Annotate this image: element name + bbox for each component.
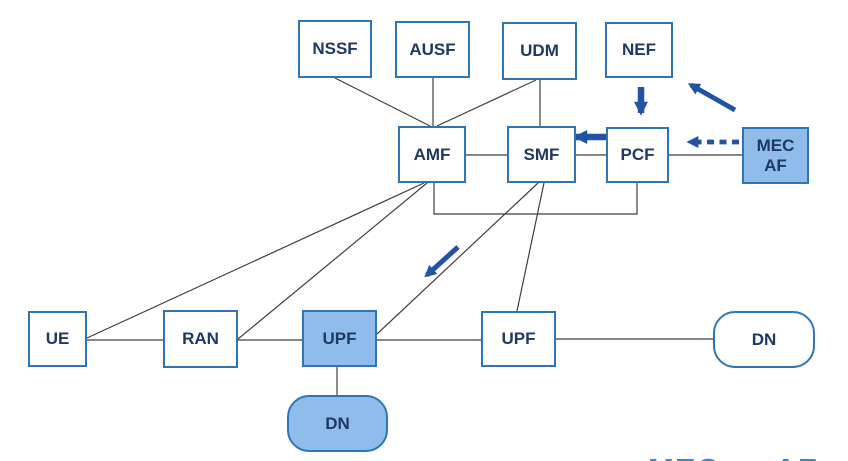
node-upf-core: UPF — [481, 311, 556, 367]
node-ran: RAN — [163, 310, 238, 368]
node-mec-af: MEC AF — [742, 127, 809, 184]
connector-smf-upf-edge — [376, 182, 539, 335]
node-pcf-label: PCF — [620, 145, 655, 165]
node-dn-core: DN — [713, 311, 815, 368]
connector-amf-pcf-below — [433, 183, 638, 215]
connector-nssf-amf — [334, 77, 431, 127]
node-upf-core-label: UPF — [501, 329, 536, 349]
node-nef-label: NEF — [622, 40, 656, 60]
cutoff-caption: MEC as AF — [648, 452, 818, 461]
node-ue: UE — [28, 311, 87, 367]
arrow-core-to-upf-edge — [424, 245, 460, 278]
node-nef: NEF — [605, 22, 673, 78]
arrow-mecaf-to-nef — [687, 82, 737, 113]
node-dn-core-label: DN — [751, 329, 777, 349]
node-ausf: AUSF — [395, 21, 470, 78]
node-nssf: NSSF — [298, 20, 372, 78]
node-dn-edge-label: DN — [325, 413, 350, 433]
node-upf-edge: UPF — [302, 310, 377, 367]
node-mec-af-label: MEC AF — [756, 136, 795, 175]
node-amf: AMF — [398, 126, 466, 183]
node-smf: SMF — [507, 126, 576, 183]
connector-udm-amf — [436, 79, 537, 127]
connector-smf-upf-core — [516, 182, 545, 312]
node-nssf-label: NSSF — [312, 39, 358, 59]
node-dn-edge: DN — [287, 395, 388, 452]
node-amf-label: AMF — [413, 144, 451, 164]
node-ausf-label: AUSF — [409, 39, 456, 59]
node-udm-label: UDM — [520, 41, 559, 61]
node-smf-label: SMF — [523, 144, 560, 164]
node-udm: UDM — [502, 22, 577, 80]
node-pcf: PCF — [606, 127, 669, 183]
node-ue-label: UE — [45, 329, 70, 349]
node-upf-edge-label: UPF — [322, 328, 357, 348]
connector-amf-ran — [237, 182, 428, 340]
node-ran-label: RAN — [182, 329, 219, 349]
connector-amf-ue — [86, 182, 425, 339]
